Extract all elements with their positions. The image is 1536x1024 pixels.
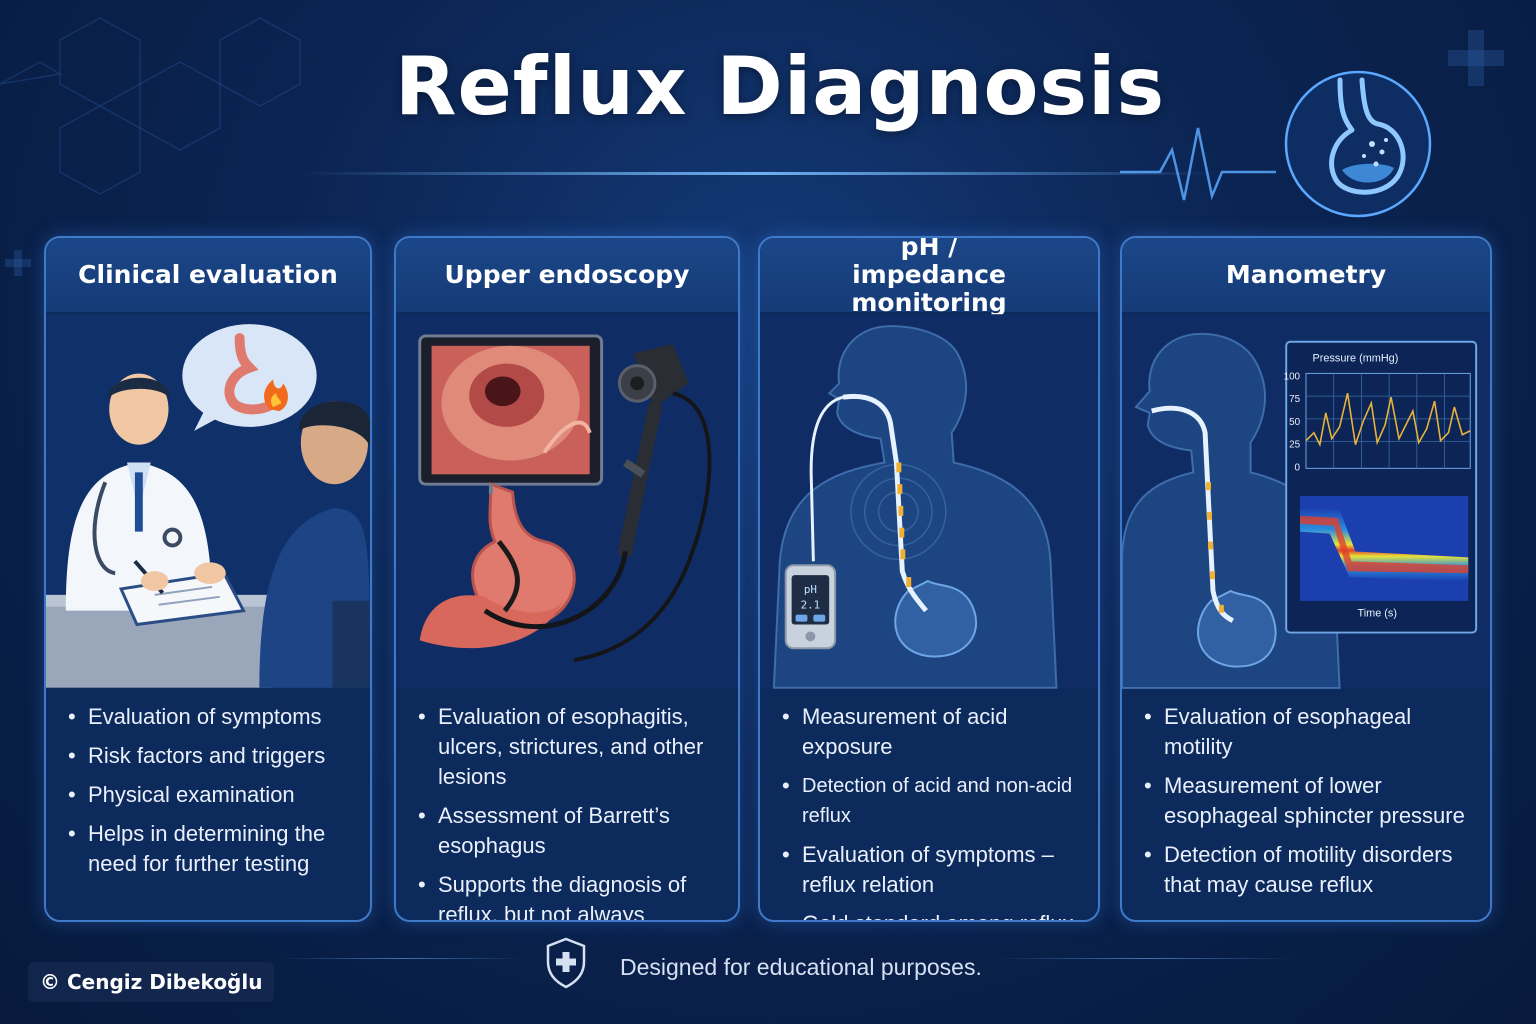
footer-divider [996, 958, 1296, 959]
card-title: Clinical evaluation [46, 238, 370, 312]
card-upper-endoscopy: Upper endoscopy Evaluation of esophagiti… [394, 236, 740, 922]
card-title: Upper endoscopy [396, 238, 738, 312]
ph-probe-body-icon: pH 2.1 [760, 314, 1098, 689]
copyright-badge: © Cengiz Dibekoğlu [28, 962, 275, 1002]
title-underline-glow [300, 172, 1220, 175]
bullet-list: Measurement of acid exposure Detection o… [760, 690, 1098, 920]
list-item: Supports the diagnosis of reflux, but no… [418, 870, 720, 920]
list-item: Evaluation of esophagitis, ulcers, stric… [418, 702, 720, 792]
y-tick-label: 75 [1289, 394, 1300, 405]
ph-device-reading: 2.1 [801, 599, 821, 612]
list-item: Detection of acid and non-acid reflux [782, 771, 1080, 831]
bullet-list: Evaluation of esophageal motility Measur… [1122, 690, 1490, 920]
bullet-list: Evaluation of symptoms Risk factors and … [46, 690, 370, 920]
y-tick-label: 100 [1284, 371, 1301, 382]
list-item: Assessment of Barrett’s esophagus [418, 801, 720, 861]
card-title: pH / impedance monitoring [760, 238, 1098, 317]
card-ph-impedance-monitoring: pH / impedance monitoring pH 2.1 Measure… [758, 236, 1100, 922]
educational-note: Designed for educational purposes. [620, 954, 982, 980]
y-tick-label: 25 [1289, 440, 1300, 451]
heatmap-x-label: Time (s) [1357, 608, 1396, 620]
pressure-chart-title: Pressure (mmHg) [1313, 353, 1399, 365]
stomach-icon [1284, 70, 1432, 218]
list-item: Detection of motility disorders that may… [1144, 840, 1472, 900]
ph-device-label: pH [804, 583, 817, 596]
list-item: Helps in determining the need for furthe… [68, 819, 352, 879]
y-tick-label: 50 [1289, 417, 1300, 428]
card-manometry: Manometry Pressure (mmHg) 100 75 50 25 0 [1120, 236, 1492, 922]
card-clinical-evaluation: Clinical evaluation Evaluation of sym [44, 236, 372, 922]
manometry-catheter-icon: Pressure (mmHg) 100 75 50 25 0 [1122, 314, 1490, 689]
doctor-patient-icon [46, 314, 370, 688]
list-item: Measurement of lower esophageal sphincte… [1144, 771, 1472, 831]
list-item: Evaluation of symptoms – reflux relation [782, 840, 1080, 900]
list-item: Evaluation of symptoms [68, 702, 352, 732]
page-title: Reflux Diagnosis [394, 40, 1166, 133]
list-item: Evaluation of esophageal motility [1144, 702, 1472, 762]
card-title: Manometry [1122, 238, 1490, 312]
medical-shield-icon [546, 937, 586, 989]
list-item: Physical examination [68, 780, 352, 810]
endoscope-stomach-icon [396, 314, 738, 688]
list-item: Measurement of acid exposure [782, 702, 1080, 762]
list-item: Gold standard among reflux evaluation me… [782, 909, 1080, 920]
bullet-list: Evaluation of esophagitis, ulcers, stric… [396, 690, 738, 920]
list-item: Risk factors and triggers [68, 741, 352, 771]
y-tick-label: 0 [1295, 462, 1301, 473]
footer-divider [280, 958, 524, 959]
